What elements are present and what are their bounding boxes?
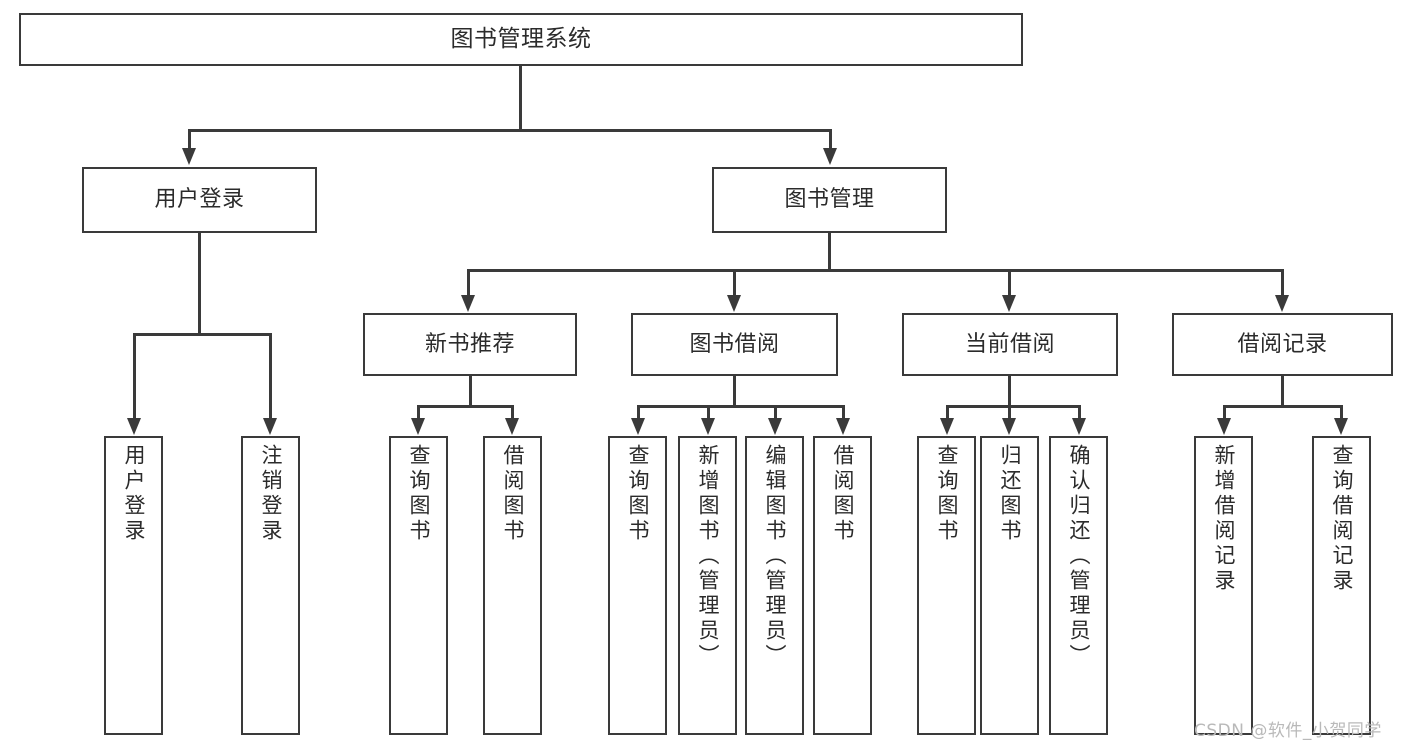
edge-borrow-record-stem xyxy=(1281,376,1284,408)
arrow-to-current-borrow xyxy=(1002,295,1016,312)
node-label: 新增图书（管理员） xyxy=(696,444,720,669)
arrow-current-borrow-child-1 xyxy=(1002,418,1016,435)
edge-borrow-record-bus xyxy=(1223,405,1342,408)
edge-borrow-record-child-0 xyxy=(1223,405,1226,421)
arrow-to-new-book-recommend xyxy=(461,295,475,312)
node-label: 新书推荐 xyxy=(424,331,515,357)
node-leaf-logout[interactable]: 注销登录 xyxy=(241,436,300,735)
node-leaf-return-book[interactable]: 归还图书 xyxy=(980,436,1039,735)
node-label: 用户登录 xyxy=(122,444,146,544)
edge-new-book-recommend-child-0 xyxy=(417,405,420,421)
node-leaf-query-book-current[interactable]: 查询图书 xyxy=(917,436,976,735)
node-label: 查询图书 xyxy=(626,444,650,544)
node-leaf-edit-book-admin[interactable]: 编辑图书（管理员） xyxy=(745,436,804,735)
arrow-user-login-child-1 xyxy=(263,418,277,435)
edge-new-book-recommend-bus xyxy=(417,405,514,408)
edge-root-stem xyxy=(519,66,522,131)
node-book-borrow[interactable]: 图书借阅 xyxy=(631,313,838,376)
node-leaf-query-book-recommend[interactable]: 查询图书 xyxy=(389,436,448,735)
edge-book-borrow-child-3 xyxy=(842,405,845,421)
arrow-book-borrow-child-2 xyxy=(768,418,782,435)
node-label: 查询借阅记录 xyxy=(1330,444,1354,594)
edge-user-login-child-1 xyxy=(269,333,272,421)
edge-book-borrow-stem xyxy=(733,376,736,408)
edge-book-borrow-child-1 xyxy=(707,405,710,421)
node-label: 借阅记录 xyxy=(1237,331,1328,357)
arrow-book-borrow-child-3 xyxy=(836,418,850,435)
arrow-borrow-record-child-0 xyxy=(1217,418,1231,435)
edge-current-borrow-child-1 xyxy=(1008,405,1011,421)
edge-user-login-stem xyxy=(198,233,201,335)
arrow-current-borrow-child-0 xyxy=(940,418,954,435)
edge-new-book-recommend-stem xyxy=(469,376,472,408)
node-leaf-borrow-book-recommend[interactable]: 借阅图书 xyxy=(483,436,542,735)
node-label: 借阅图书 xyxy=(501,444,525,544)
arrow-to-book-borrow xyxy=(727,295,741,312)
edge-user-login-bus xyxy=(133,333,271,336)
arrow-borrow-record-child-1 xyxy=(1334,418,1348,435)
node-label: 图书管理系统 xyxy=(450,25,592,52)
edge-to-new-book-recommend xyxy=(467,269,470,297)
edge-current-borrow-child-2 xyxy=(1078,405,1081,421)
node-label: 查询图书 xyxy=(407,444,431,544)
edge-to-book-management xyxy=(829,129,832,151)
edge-level3-bus xyxy=(467,269,1283,272)
arrow-current-borrow-child-2 xyxy=(1072,418,1086,435)
node-leaf-add-borrow-record[interactable]: 新增借阅记录 xyxy=(1194,436,1253,735)
edge-to-current-borrow xyxy=(1008,269,1011,297)
node-leaf-user-login[interactable]: 用户登录 xyxy=(104,436,163,735)
arrow-new-book-recommend-child-0 xyxy=(411,418,425,435)
node-leaf-query-book-borrow[interactable]: 查询图书 xyxy=(608,436,667,735)
edge-level2-bus xyxy=(188,129,832,132)
node-label: 图书借阅 xyxy=(689,331,780,357)
node-leaf-query-borrow-record[interactable]: 查询借阅记录 xyxy=(1312,436,1371,735)
node-label: 归还图书 xyxy=(998,444,1022,544)
node-label: 确认归还（管理员） xyxy=(1067,444,1091,669)
edge-current-borrow-child-0 xyxy=(946,405,949,421)
edge-to-borrow-record xyxy=(1281,269,1284,297)
node-leaf-add-book-admin[interactable]: 新增图书（管理员） xyxy=(678,436,737,735)
node-label: 当前借阅 xyxy=(964,331,1055,357)
node-leaf-confirm-return-admin[interactable]: 确认归还（管理员） xyxy=(1049,436,1108,735)
edge-book-borrow-child-2 xyxy=(774,405,777,421)
node-label: 借阅图书 xyxy=(831,444,855,544)
node-label: 注销登录 xyxy=(259,444,283,544)
node-borrow-record[interactable]: 借阅记录 xyxy=(1172,313,1393,376)
edge-new-book-recommend-child-1 xyxy=(511,405,514,421)
edge-current-borrow-bus xyxy=(946,405,1080,408)
edge-user-login-child-0 xyxy=(133,333,136,421)
edge-book-management-stem xyxy=(828,233,831,271)
arrow-user-login-child-0 xyxy=(127,418,141,435)
node-label: 编辑图书（管理员） xyxy=(763,444,787,669)
node-label: 用户登录 xyxy=(154,187,245,213)
edge-borrow-record-child-1 xyxy=(1340,405,1343,421)
node-root-book-management-system[interactable]: 图书管理系统 xyxy=(19,13,1023,66)
edge-book-borrow-child-0 xyxy=(637,405,640,421)
node-new-book-recommend[interactable]: 新书推荐 xyxy=(363,313,577,376)
node-current-borrow[interactable]: 当前借阅 xyxy=(902,313,1118,376)
edge-book-borrow-bus xyxy=(637,405,844,408)
arrow-to-book-management xyxy=(823,148,837,165)
node-label: 图书管理 xyxy=(784,187,875,213)
node-user-login[interactable]: 用户登录 xyxy=(82,167,317,233)
arrow-to-borrow-record xyxy=(1275,295,1289,312)
edge-to-book-borrow xyxy=(733,269,736,297)
edge-current-borrow-stem xyxy=(1008,376,1011,408)
arrow-new-book-recommend-child-1 xyxy=(505,418,519,435)
arrow-book-borrow-child-0 xyxy=(631,418,645,435)
node-leaf-borrow-book[interactable]: 借阅图书 xyxy=(813,436,872,735)
arrow-book-borrow-child-1 xyxy=(701,418,715,435)
node-label: 新增借阅记录 xyxy=(1212,444,1236,594)
node-book-management[interactable]: 图书管理 xyxy=(712,167,947,233)
edge-to-user-login xyxy=(188,129,191,151)
arrow-to-user-login xyxy=(182,148,196,165)
node-label: 查询图书 xyxy=(935,444,959,544)
